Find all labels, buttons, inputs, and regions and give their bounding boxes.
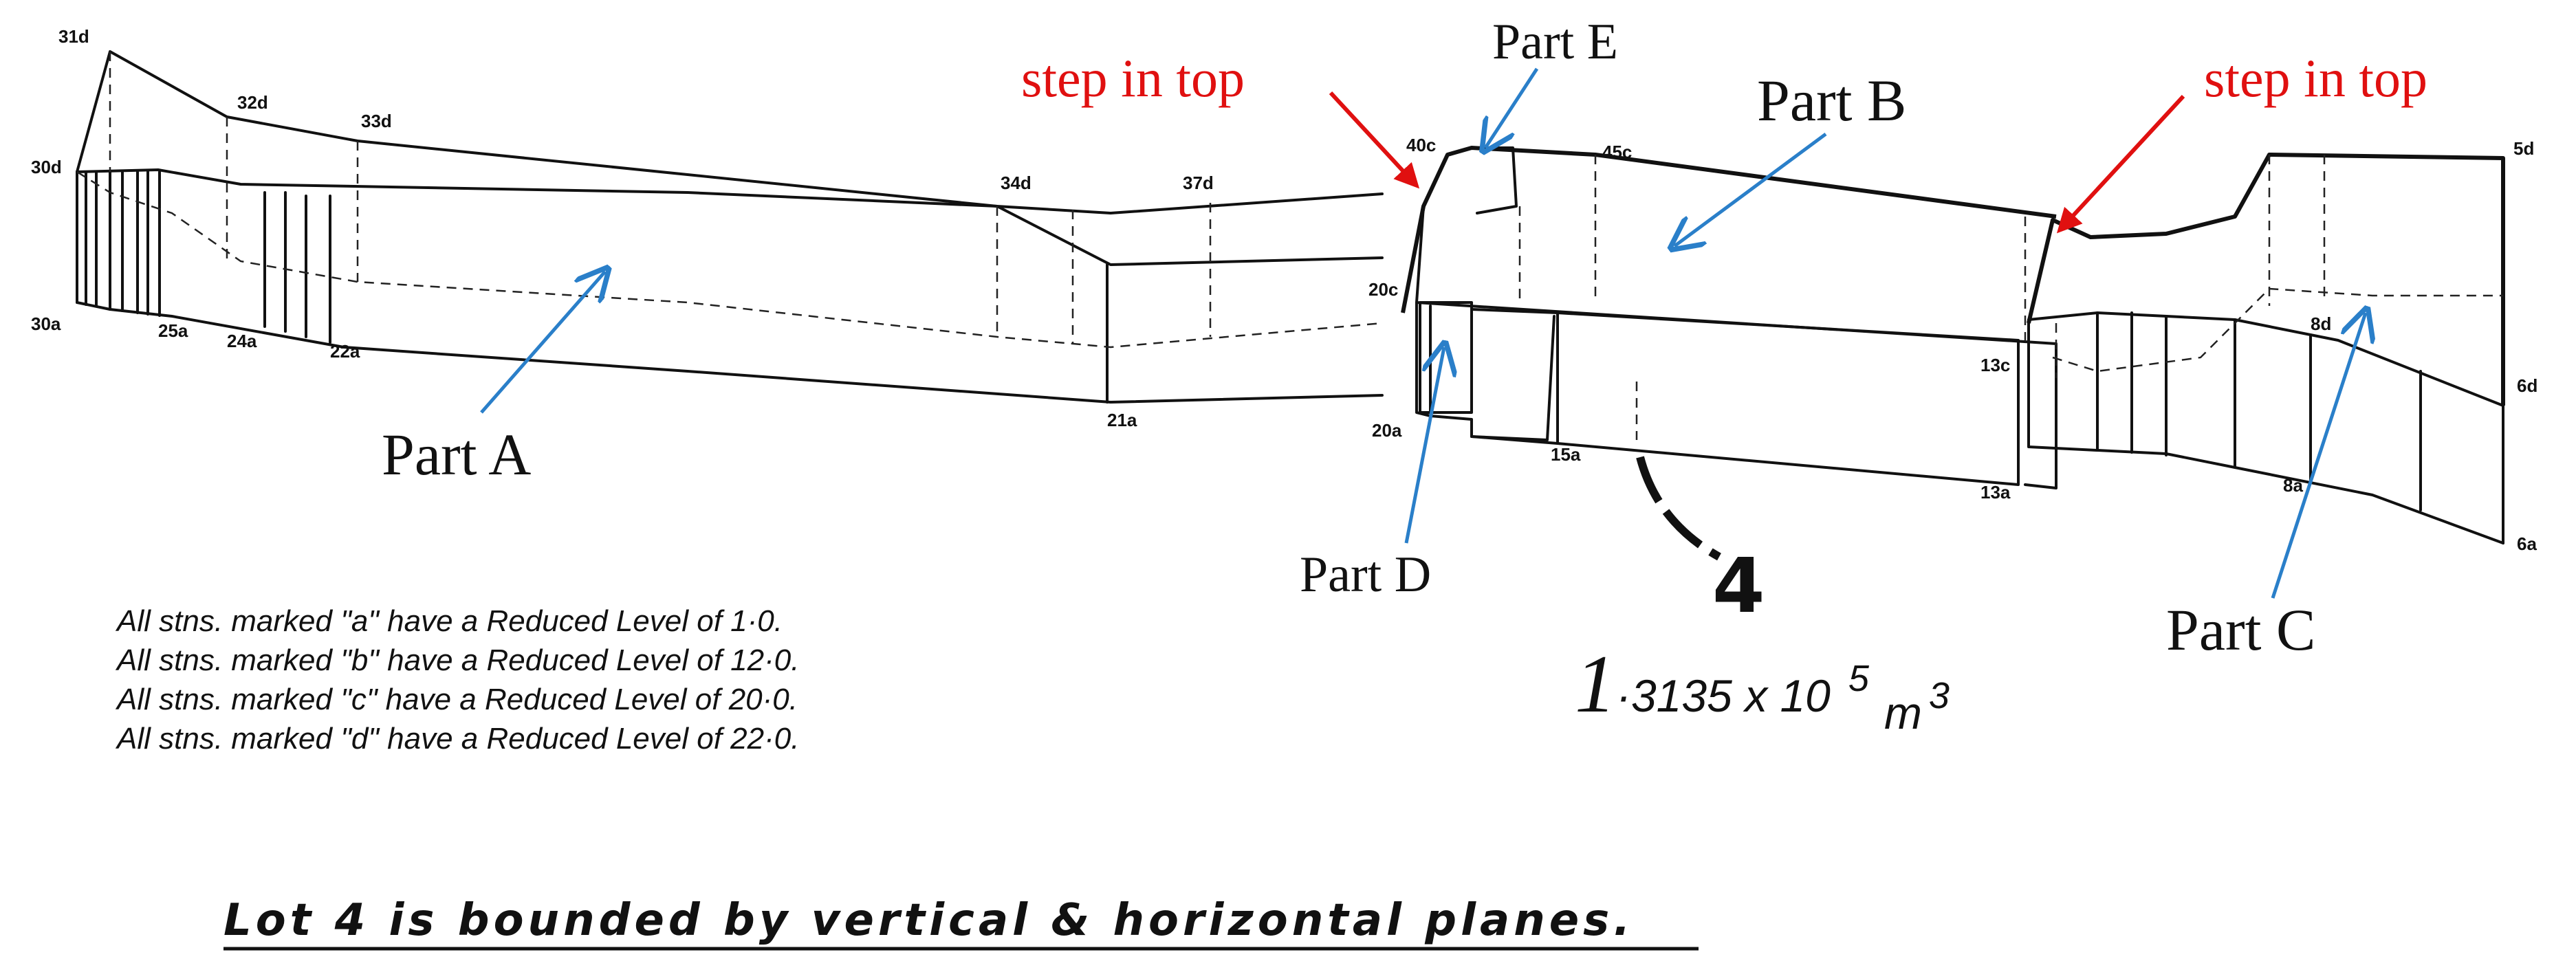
part-b-label: Part B	[1757, 67, 1906, 133]
part-d-callout: Part D	[1300, 347, 1444, 603]
note-line: All stns. marked "b" have a Reduced Leve…	[115, 643, 799, 677]
footer-text: Lot 4 is bounded by vertical & horizonta…	[223, 895, 1635, 946]
lot-leader-line	[1636, 456, 1721, 561]
part-c-callout: Part C	[2166, 313, 2366, 663]
station-label: 8a	[2283, 475, 2303, 496]
station-label: 6d	[2517, 375, 2537, 396]
station-label: 30a	[31, 313, 61, 334]
station-label: 13c	[1980, 355, 2010, 375]
station-label: 21a	[1107, 410, 1137, 430]
station-label: 30d	[31, 157, 62, 177]
station-label: 25a	[158, 320, 188, 341]
station-label: 20a	[1372, 420, 1402, 441]
part-e-callout: Part E	[1485, 14, 1618, 148]
station-label: 31d	[58, 26, 89, 47]
part-a-solid	[76, 50, 1384, 404]
lot-number: 4	[1712, 542, 1765, 630]
station-label: 40c	[1406, 135, 1436, 155]
step-label: step in top	[1021, 48, 1245, 108]
footer-caption: Lot 4 is bounded by vertical & horizonta…	[223, 895, 1699, 951]
step-annotation-left: step in top	[1021, 48, 1420, 189]
station-label: 34d	[1001, 173, 1032, 193]
station-label: 32d	[237, 92, 268, 113]
part-d-label: Part D	[1300, 547, 1431, 603]
note-line: All stns. marked "d" have a Reduced Leve…	[115, 722, 799, 756]
station-label: 6a	[2517, 533, 2537, 554]
note-line: All stns. marked "c" have a Reduced Leve…	[115, 683, 798, 716]
note-line: All stns. marked "a" have a Reduced Leve…	[115, 604, 783, 638]
part-c-solid	[2027, 153, 2505, 544]
reduced-level-notes: All stns. marked "a" have a Reduced Leve…	[115, 604, 799, 756]
part-a-label: Part A	[382, 421, 531, 487]
part-b-solid	[1401, 146, 2057, 489]
step-label: step in top	[2204, 48, 2427, 108]
station-label: 45c	[1602, 142, 1632, 162]
station-label: 33d	[361, 111, 392, 131]
station-label: 15a	[1551, 444, 1581, 465]
station-label: 24a	[227, 331, 257, 351]
station-label: 8d	[2311, 313, 2331, 334]
part-a-callout: Part A	[382, 272, 605, 487]
station-label: 22a	[330, 341, 360, 362]
station-label: 13a	[1980, 482, 2011, 503]
step-annotation-right: step in top	[2056, 48, 2427, 234]
station-labels: 31d 32d 33d 34d 37d 30d 30a 25a 24a 22a …	[31, 26, 2537, 554]
station-label: 20c	[1368, 279, 1398, 300]
part-c-label: Part C	[2166, 597, 2315, 663]
station-label: 37d	[1183, 173, 1214, 193]
part-b-callout: Part B	[1674, 67, 1906, 246]
part-e-label: Part E	[1492, 14, 1618, 70]
station-label: 5d	[2513, 138, 2534, 159]
